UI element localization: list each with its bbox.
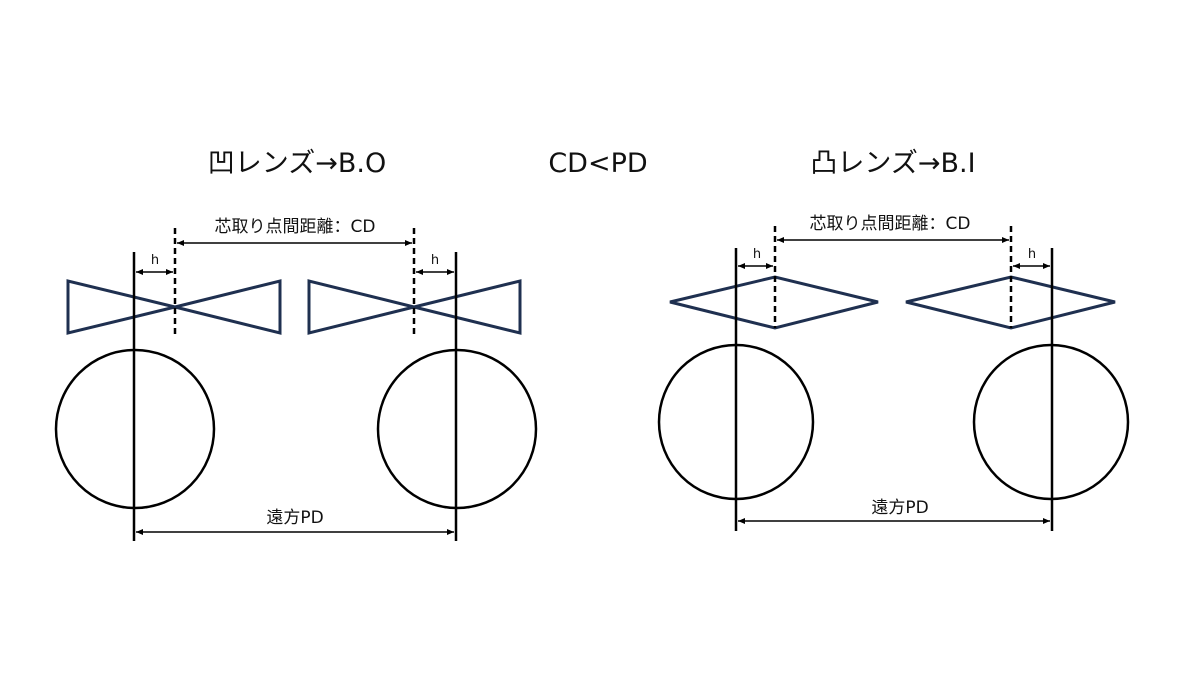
concave-lens-left-half <box>307 279 415 335</box>
concave-diagram: 芯取り点間距離：CD h h 遠方PD <box>54 217 538 541</box>
far-pd-label: 遠方PD <box>871 498 928 518</box>
convex-diagram: 芯取り点間距離：CD h h 遠方PD <box>657 214 1130 531</box>
concave-lens-right-half <box>174 279 282 335</box>
h-label-left: h <box>151 253 159 268</box>
convex-lens-title: 凸レンズ→B.I <box>810 148 975 179</box>
cd-pd-relation-title: CD<PD <box>548 148 647 179</box>
eye-circle <box>972 343 1130 501</box>
eye-circle <box>54 348 216 510</box>
concave-lens-title: 凹レンズ→B.O <box>208 148 386 179</box>
eye-circle <box>657 343 815 501</box>
convex-lens-left <box>669 275 879 330</box>
far-pd-label: 遠方PD <box>266 508 323 528</box>
cd-label: 芯取り点間距離：CD <box>810 214 971 234</box>
h-label-left: h <box>753 247 761 262</box>
cd-label: 芯取り点間距離：CD <box>215 217 376 237</box>
h-label-right: h <box>431 253 439 268</box>
eye-circle <box>376 348 538 510</box>
convex-lens-right <box>905 275 1116 330</box>
concave-lens-right-half <box>413 279 522 335</box>
h-label-right: h <box>1028 247 1036 262</box>
concave-lens-left-half <box>66 279 176 335</box>
